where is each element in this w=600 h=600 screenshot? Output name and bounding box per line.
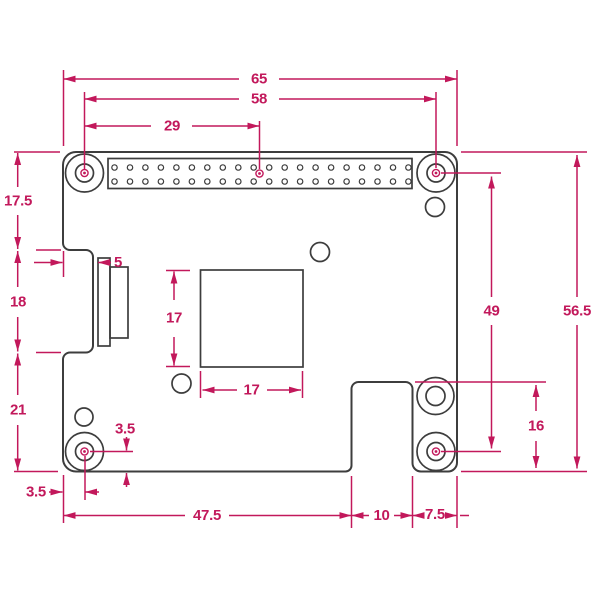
gpio-pin (312, 164, 319, 171)
board-outline (62, 151, 458, 473)
center-mark (431, 168, 441, 178)
dim-label-tab-height: 16 (528, 418, 544, 435)
dim-center-square-width: 17 (199, 371, 304, 399)
dim-label-tab-width: 7.5 (425, 506, 445, 523)
dim-label-notch-width: 10 (373, 507, 389, 524)
dim-label-bottom-left-to-notch: 47.5 (193, 507, 221, 524)
hole-above-bottom-left (74, 407, 94, 427)
gpio-pin (265, 178, 273, 185)
gpio-pin (235, 164, 242, 171)
dim-label-overall-width: 65 (251, 71, 267, 88)
gpio-pin (188, 178, 196, 185)
dim-label-step-to-bottom-edge: 21 (10, 402, 26, 419)
dim-overall-width: 65 (62, 70, 458, 146)
gpio-pin (126, 178, 134, 185)
center-mark (431, 447, 441, 456)
gpio-pin (374, 164, 381, 171)
dimensions: 65 58 29 17.5 18 (4, 70, 591, 528)
dim-mount-hole-span-height: 49 (441, 172, 501, 453)
dim-top-edge-to-step: 17.5 (4, 151, 61, 251)
center-square-cutout (199, 269, 304, 368)
edge-connector (97, 257, 129, 347)
dim-bottom-left-to-notch: 47.5 (63, 476, 353, 528)
dim-label-mount-hole-span-width: 58 (251, 91, 267, 108)
gpio-pin (327, 178, 335, 185)
gpio-pin (126, 164, 134, 171)
gpio-pin (142, 178, 149, 185)
dim-hole-center-to-bottom-edge: 3.5 (90, 421, 135, 487)
gpio-pin (296, 178, 304, 185)
dim-label-connector-inset: 5 (114, 254, 122, 271)
center-mark (80, 168, 89, 178)
dim-notch-width: 10 (351, 476, 414, 528)
gpio-pin (204, 164, 211, 171)
dim-label-hole-center-to-bottom-edge: 3.5 (115, 421, 135, 438)
hole-center-marks (80, 168, 441, 456)
dim-step-height: 18 (10, 251, 61, 354)
gpio-pin (250, 178, 258, 185)
gpio-pin (389, 178, 397, 185)
dim-overall-height: 56.5 (461, 151, 591, 473)
center-mark (255, 169, 264, 178)
gpio-pin (219, 178, 227, 185)
gpio-pin (374, 178, 381, 185)
dim-label-hole-to-header-center: 29 (164, 118, 180, 135)
center-mark (80, 447, 89, 456)
gpio-pin (281, 178, 289, 185)
gpio-pin (142, 164, 149, 171)
gpio-pin (157, 178, 165, 185)
gpio-pin (204, 178, 211, 185)
gpio-pin (111, 178, 118, 185)
dim-connector-inset: 5 (34, 251, 122, 277)
dim-label-center-square-height: 17 (166, 310, 182, 327)
gpio-pin (358, 164, 366, 171)
gpio-pins (111, 164, 412, 185)
gpio-pin (327, 164, 335, 171)
dim-tab-width: 7.5 (412, 476, 469, 528)
dim-label-overall-height: 56.5 (563, 303, 591, 320)
dim-tab-height: 16 (415, 381, 546, 468)
dim-label-left-edge-to-hole-center: 3.5 (26, 484, 46, 501)
hole-upper-middle (309, 241, 331, 263)
gpio-pin (358, 178, 366, 185)
gpio-pin (296, 164, 304, 171)
gpio-pin (405, 164, 412, 171)
dim-mount-hole-span-width: 58 (83, 91, 437, 170)
dim-left-edge-to-hole-center: 3.5 (26, 456, 99, 523)
gpio-pin (111, 164, 118, 171)
gpio-pin (250, 164, 258, 171)
gpio-pin (188, 164, 196, 171)
gpio-pin (281, 164, 289, 171)
dim-label-step-height: 18 (10, 294, 26, 311)
gpio-pin (173, 178, 180, 185)
hole-top-right-small (424, 196, 446, 218)
gpio-pin (173, 164, 180, 171)
dim-step-to-bottom-edge: 21 (10, 353, 58, 473)
dim-label-top-edge-to-step: 17.5 (4, 193, 32, 210)
gpio-pin (405, 178, 412, 185)
hole-below-square (171, 373, 192, 394)
tab-pad-hole (416, 376, 455, 416)
dim-center-square-height: 17 (166, 269, 190, 368)
dim-label-center-square-width: 17 (243, 382, 259, 399)
gpio-pin (235, 178, 242, 185)
gpio-pin (389, 164, 397, 171)
dim-hole-to-header-center: 29 (84, 118, 261, 169)
gpio-pin (265, 164, 273, 171)
dim-label-mount-hole-span-height: 49 (483, 303, 499, 320)
gpio-pin (312, 178, 319, 185)
gpio-pin (343, 164, 350, 171)
gpio-pin (219, 164, 227, 171)
gpio-pin (157, 164, 165, 171)
gpio-pin (343, 178, 350, 185)
